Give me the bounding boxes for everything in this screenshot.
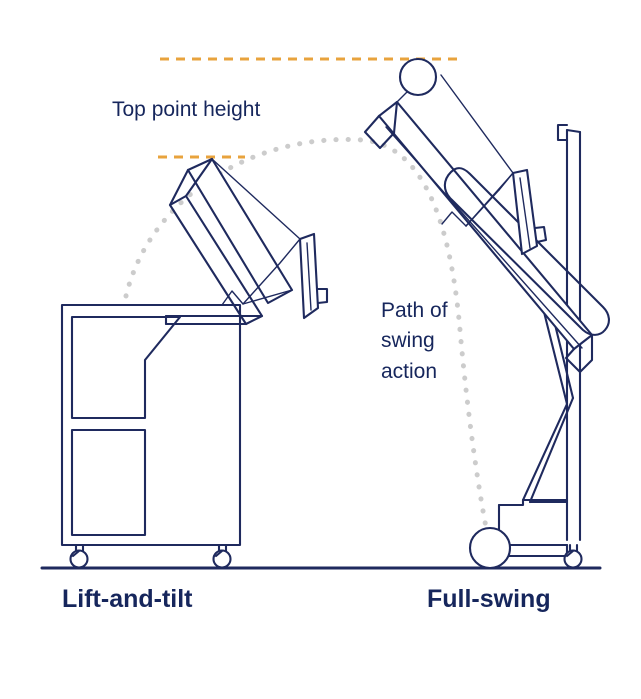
full-swing-head-pivot [398,57,438,97]
full-swing-rear-caster [563,543,583,569]
lift-and-tilt-side-rail [298,232,329,320]
lift-and-tilt-caster-right [212,543,232,569]
top-point-height-label: Top point height [112,98,260,121]
full-swing-drive-wheel [468,526,512,570]
lift-and-tilt-machine-label: Lift-and-tilt [62,585,193,613]
lift-and-tilt-bed-frame [164,157,294,326]
lift-and-tilt-mattress [211,158,301,306]
path-of-swing-label-line3: action [381,360,437,383]
full-swing-machine-label: Full-swing [427,585,551,613]
lift-and-tilt-machine [60,157,329,569]
full-swing-side-rail [511,168,548,256]
lift-and-tilt-cabinet [60,303,242,547]
lift-and-tilt-caster-left [69,543,89,569]
path-of-swing-label-line2: swing [381,329,435,352]
full-swing-machine [363,57,610,570]
path-of-swing-label-line1: Path of [381,299,448,322]
full-swing-cushion [443,167,610,336]
